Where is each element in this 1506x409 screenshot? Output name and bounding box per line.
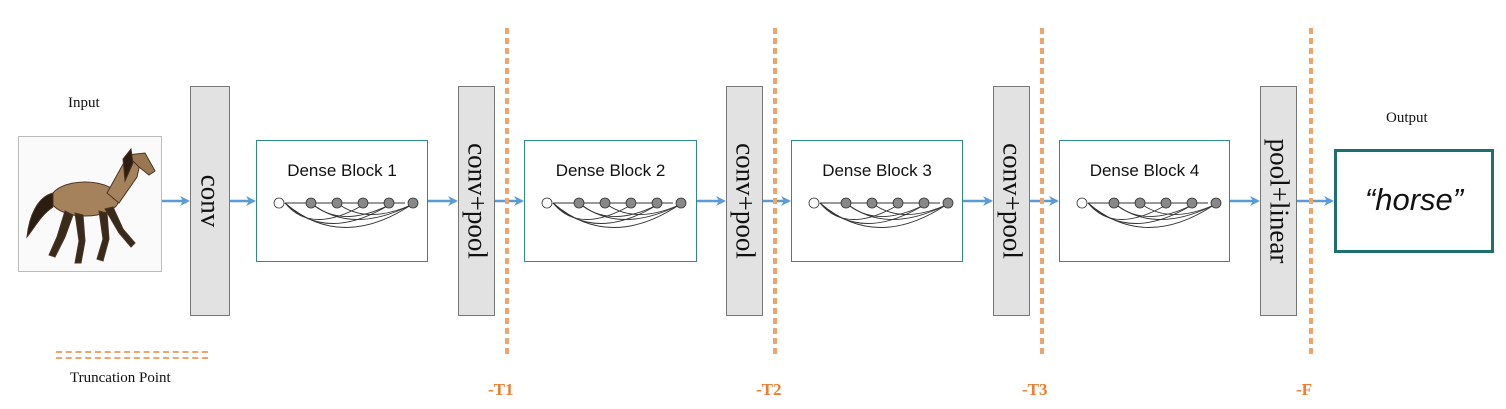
dense-block-4: Dense Block 4 (1059, 140, 1230, 262)
legend-dash-icon (56, 351, 208, 359)
output-label: Output (1386, 110, 1428, 126)
dense-block-2-title: Dense Block 2 (555, 161, 666, 180)
truncation-label-f: -F (1296, 380, 1313, 399)
truncation-line-t3 (1040, 28, 1044, 354)
dense-connections-icon (273, 197, 419, 228)
conv-pool-layer-2-label: conv+pool (730, 143, 760, 259)
dense-block-1-title: Dense Block 1 (287, 161, 397, 180)
dense-connections-icon (1076, 197, 1222, 228)
horse-icon (26, 147, 156, 264)
horse-image (18, 136, 162, 272)
truncation-line-f (1309, 28, 1313, 354)
truncation-label-t3: -T3 (1022, 380, 1048, 399)
dense-block-4-title: Dense Block 4 (1089, 161, 1200, 180)
pool-linear-layer: pool+linear (1260, 86, 1297, 316)
dense-connections-icon (808, 197, 954, 228)
output-value: “horse” (1364, 182, 1464, 217)
truncation-line-t2 (773, 28, 777, 354)
conv-pool-layer-3: conv+pool (993, 86, 1030, 316)
legend-label: Truncation Point (70, 370, 171, 386)
conv-pool-layer-3-label: conv+pool (997, 143, 1027, 259)
input-label: Input (68, 95, 100, 111)
pool-linear-layer-label: pool+linear (1264, 138, 1294, 264)
truncation-label-t2: -T2 (756, 380, 782, 399)
truncation-line-t1 (505, 28, 509, 354)
conv-pool-layer-1: conv+pool (458, 86, 495, 316)
conv-layer-label: conv (195, 174, 226, 228)
conv-layer: conv (190, 86, 230, 316)
dense-connections-icon (541, 197, 687, 228)
conv-pool-layer-1-label: conv+pool (462, 143, 492, 259)
conv-pool-layer-2: conv+pool (726, 86, 763, 316)
dense-block-1: Dense Block 1 (256, 140, 428, 262)
dense-block-2: Dense Block 2 (524, 140, 697, 262)
dense-block-3-title: Dense Block 3 (822, 161, 932, 180)
truncation-label-t1: -T1 (488, 380, 514, 399)
dense-block-3: Dense Block 3 (791, 140, 963, 262)
output-box: “horse” (1334, 149, 1494, 253)
